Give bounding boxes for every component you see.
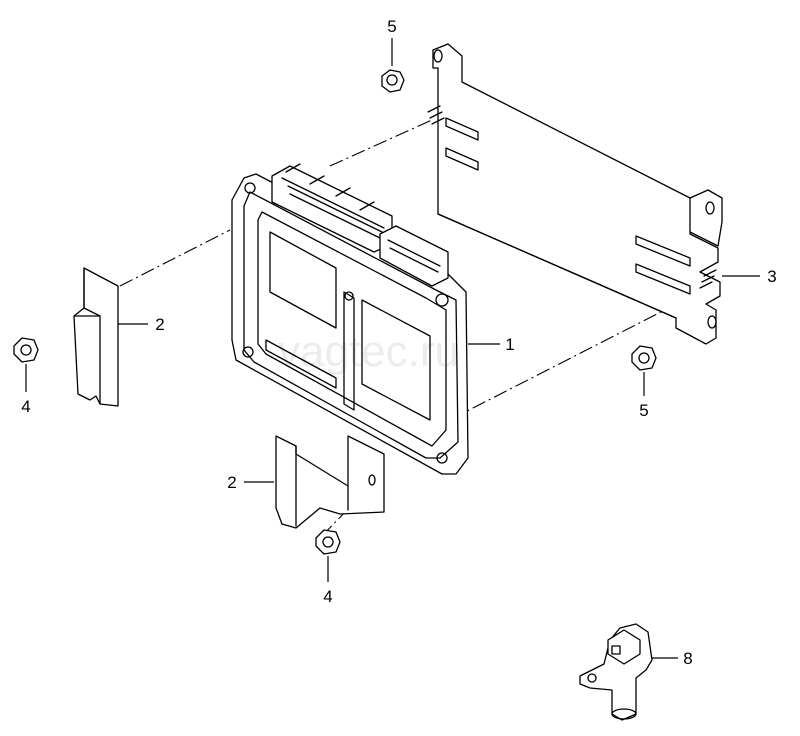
nut-bottom-4 bbox=[315, 529, 341, 555]
mounting-bracket-part bbox=[427, 43, 723, 345]
callout-1: 1 bbox=[505, 335, 514, 354]
nut-top-5 bbox=[381, 69, 405, 93]
callout-4-left: 4 bbox=[21, 397, 30, 416]
callout-5-top: 5 bbox=[387, 17, 396, 36]
callout-leaders bbox=[25, 38, 760, 659]
clip-bracket-upper-part bbox=[73, 267, 119, 407]
sensor-part bbox=[579, 623, 653, 721]
callout-8: 8 bbox=[683, 649, 692, 668]
callout-3: 3 bbox=[767, 267, 776, 286]
watermark-text: vagtec.ru bbox=[278, 327, 459, 376]
callout-2-upper: 2 bbox=[155, 315, 164, 334]
nut-right-5 bbox=[631, 345, 657, 371]
callout-5-right: 5 bbox=[639, 401, 648, 420]
control-unit-part bbox=[231, 163, 469, 475]
angle-bracket-lower-part bbox=[275, 435, 385, 529]
nut-left-4 bbox=[13, 337, 39, 363]
callout-2-lower: 2 bbox=[227, 473, 236, 492]
callout-4-bottom: 4 bbox=[323, 587, 332, 606]
